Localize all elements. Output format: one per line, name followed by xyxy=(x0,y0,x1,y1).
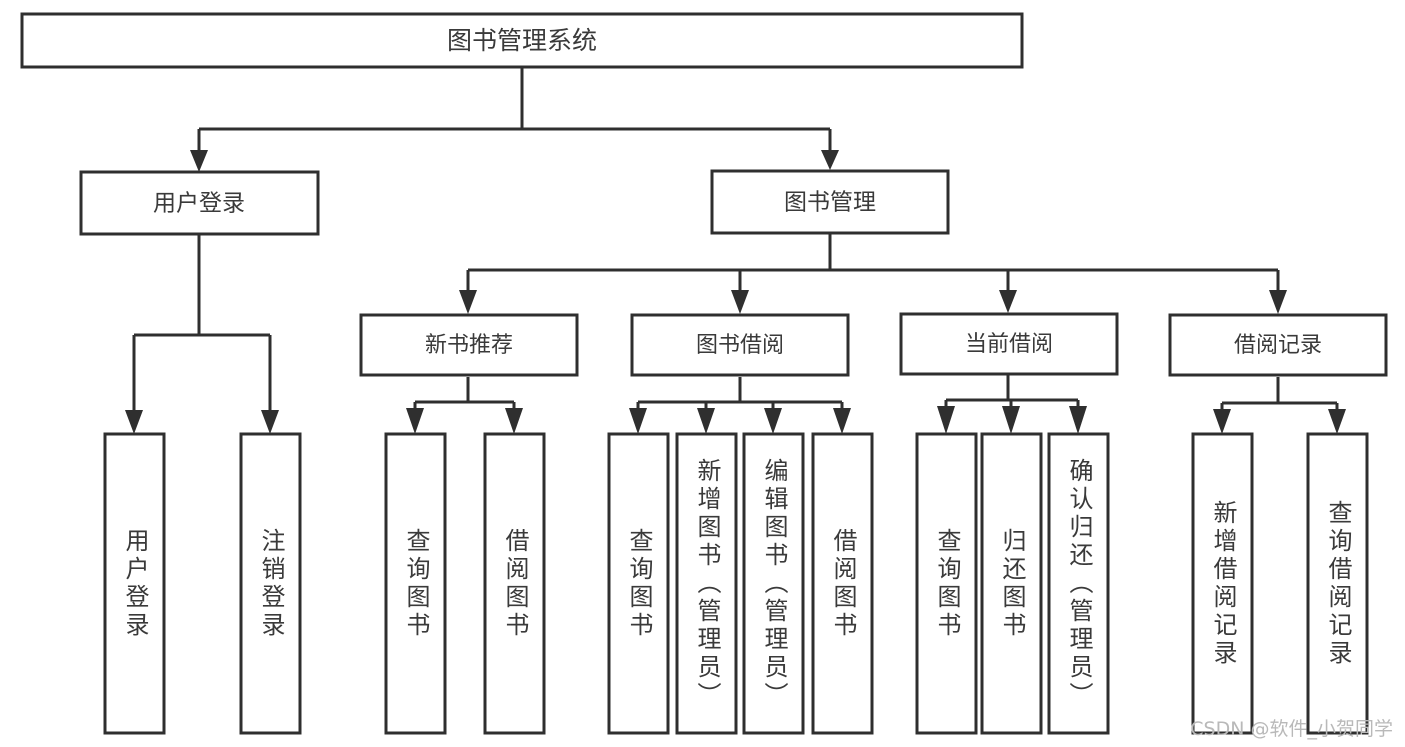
node-user-login-label: 用户登录 xyxy=(153,191,245,217)
arrowhead-bb-borrow-book xyxy=(833,408,851,434)
node-leaf-br-add-record[interactable]: 新增借阅记录 xyxy=(1191,432,1254,735)
node-leaf-bb-borrow-book-box[interactable] xyxy=(811,432,874,735)
node-leaf-bb-borrow-book[interactable]: 借阅图书 xyxy=(811,432,874,735)
node-leaf-nb-borrow-book[interactable]: 借阅图书 xyxy=(483,432,546,735)
arrowhead-br-add-record xyxy=(1213,409,1231,434)
node-leaf-br-add-record-label: 新增借阅记录 xyxy=(1209,500,1237,668)
connector-group-book-manage xyxy=(459,234,1287,314)
node-new-book-recommend-box[interactable] xyxy=(359,313,579,377)
node-root-label: 图书管理系统 xyxy=(447,26,597,55)
node-leaf-logout[interactable]: 注销登录 xyxy=(239,432,302,735)
node-leaf-bb-edit-book[interactable]: 编辑图书（管理员） xyxy=(742,432,805,735)
arrowhead-cb-return-book xyxy=(1002,406,1020,434)
node-borrow-record-label: 借阅记录 xyxy=(1234,333,1322,358)
node-leaf-cb-query-book-box[interactable] xyxy=(915,432,978,735)
node-book-manage[interactable]: 图书管理 xyxy=(710,169,950,235)
node-leaf-cb-confirm-return-box[interactable] xyxy=(1047,432,1110,735)
node-current-borrow[interactable]: 当前借阅 xyxy=(899,312,1119,376)
node-leaf-bb-add-book[interactable]: 新增图书（管理员） xyxy=(675,432,738,735)
arrowhead-new-book xyxy=(459,290,477,314)
node-leaf-br-query-record[interactable]: 查询借阅记录 xyxy=(1306,432,1369,735)
arrowhead-cb-confirm-return xyxy=(1069,406,1087,434)
node-leaf-bb-edit-book-box[interactable] xyxy=(742,432,805,735)
node-leaf-br-query-record-box[interactable] xyxy=(1306,432,1369,735)
node-leaf-nb-borrow-book-box[interactable] xyxy=(483,432,546,735)
node-leaf-bb-add-book-box[interactable] xyxy=(675,432,738,735)
node-current-borrow-box[interactable] xyxy=(899,312,1119,376)
node-leaf-bb-borrow-book-label: 借阅图书 xyxy=(829,528,857,640)
connector-group-new-book xyxy=(406,377,523,434)
connector-group-root xyxy=(190,67,839,172)
node-leaf-cb-confirm-return-label: 确认归还（管理员） xyxy=(1065,458,1093,710)
node-leaf-cb-confirm-return[interactable]: 确认归还（管理员） xyxy=(1047,432,1110,735)
node-book-manage-label: 图书管理 xyxy=(784,190,876,216)
arrowhead-nb-borrow-book xyxy=(505,408,523,434)
node-root-box[interactable] xyxy=(20,12,1024,69)
arrowhead-book-manage xyxy=(821,150,839,170)
connector-group-borrow-record xyxy=(1213,377,1346,434)
node-book-borrow-box[interactable] xyxy=(630,313,850,377)
node-user-login[interactable]: 用户登录 xyxy=(79,170,320,236)
arrowhead-leaf-user-login xyxy=(125,410,143,434)
node-leaf-bb-add-book-label: 新增图书（管理员） xyxy=(693,458,721,710)
node-leaf-cb-query-book-label: 查询图书 xyxy=(933,528,961,640)
arrowhead-leaf-logout xyxy=(261,410,279,434)
connector-group-user-login xyxy=(125,235,279,434)
arrowhead-user-login xyxy=(190,150,208,172)
node-borrow-record-box[interactable] xyxy=(1168,313,1388,377)
node-book-manage-box[interactable] xyxy=(710,169,950,235)
node-leaf-user-login[interactable]: 用户登录 xyxy=(103,432,166,735)
arrowhead-cb-query-book xyxy=(937,406,955,434)
arrowhead-current-borrow xyxy=(999,290,1017,313)
node-book-borrow-label: 图书借阅 xyxy=(696,333,784,358)
node-borrow-record[interactable]: 借阅记录 xyxy=(1168,313,1388,377)
node-leaf-user-login-box[interactable] xyxy=(103,432,166,735)
watermark-text: CSDN @软件_小贺同学 xyxy=(1190,718,1393,740)
arrowhead-book-borrow xyxy=(731,290,749,314)
node-leaf-user-login-label: 用户登录 xyxy=(121,528,149,640)
node-leaf-bb-edit-book-label: 编辑图书（管理员） xyxy=(760,458,788,710)
node-leaf-nb-borrow-book-label: 借阅图书 xyxy=(501,528,529,640)
node-leaf-cb-return-book-label: 归还图书 xyxy=(998,528,1026,640)
node-leaf-br-add-record-box[interactable] xyxy=(1191,432,1254,735)
node-leaf-bb-query-book-box[interactable] xyxy=(607,432,670,735)
arrowhead-bb-edit-book xyxy=(764,408,782,434)
node-leaf-cb-return-book[interactable]: 归还图书 xyxy=(980,432,1043,735)
node-current-borrow-label: 当前借阅 xyxy=(965,332,1053,357)
node-leaf-bb-query-book[interactable]: 查询图书 xyxy=(607,432,670,735)
node-leaf-bb-query-book-label: 查询图书 xyxy=(625,528,653,640)
arrowhead-br-query-record xyxy=(1328,409,1346,434)
node-leaf-nb-query-book[interactable]: 查询图书 xyxy=(384,432,447,735)
arrowhead-bb-query-book xyxy=(629,408,647,434)
arrowhead-nb-query-book xyxy=(406,408,424,434)
node-leaf-nb-query-book-label: 查询图书 xyxy=(402,528,430,640)
connector-group-current-borrow xyxy=(937,375,1087,434)
arrowhead-bb-add-book xyxy=(697,408,715,434)
node-leaf-logout-label: 注销登录 xyxy=(257,528,285,640)
node-root-system[interactable]: 图书管理系统 xyxy=(20,12,1024,69)
node-new-book-recommend-label: 新书推荐 xyxy=(425,333,513,358)
node-leaf-br-query-record-label: 查询借阅记录 xyxy=(1324,500,1352,668)
node-leaf-cb-query-book[interactable]: 查询图书 xyxy=(915,432,978,735)
node-new-book-recommend[interactable]: 新书推荐 xyxy=(359,313,579,377)
arrowhead-borrow-record xyxy=(1269,290,1287,314)
node-leaf-nb-query-book-box[interactable] xyxy=(384,432,447,735)
connector-group-book-borrow xyxy=(629,377,851,434)
node-user-login-box[interactable] xyxy=(79,170,320,236)
node-book-borrow[interactable]: 图书借阅 xyxy=(630,313,850,377)
node-leaf-cb-return-book-box[interactable] xyxy=(980,432,1043,735)
node-leaf-logout-box[interactable] xyxy=(239,432,302,735)
